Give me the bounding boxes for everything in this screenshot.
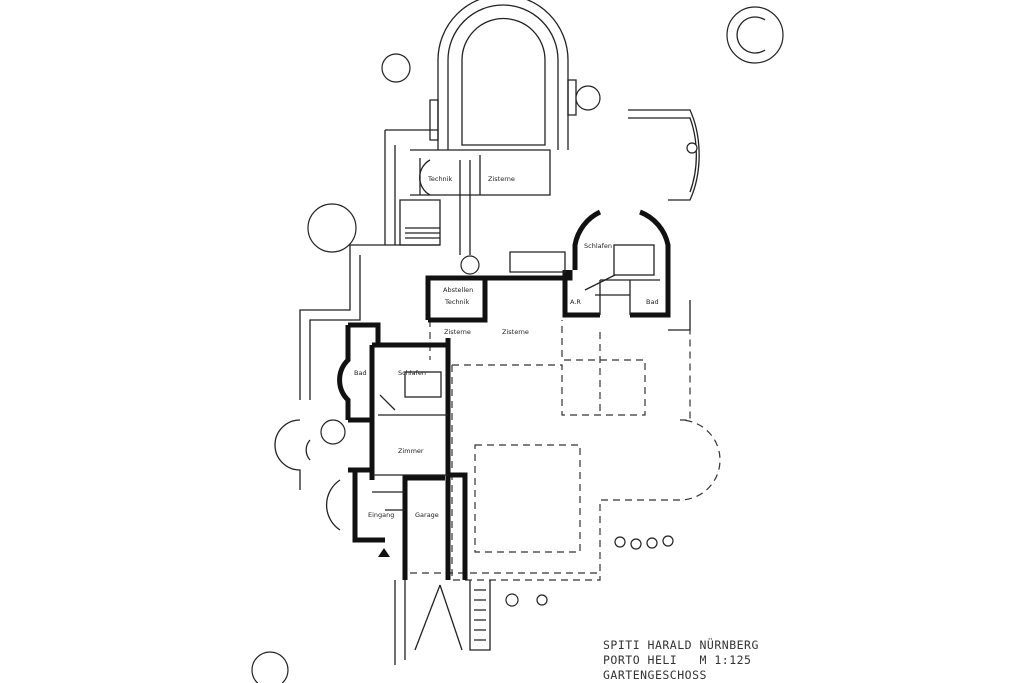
title-line-3: GARTENGESCHOSS	[603, 668, 707, 682]
label-eingang: Eingang	[368, 511, 394, 519]
label-bad-east: Bad	[646, 298, 659, 306]
pool	[384, 0, 577, 246]
garden-walls	[274, 109, 700, 490]
label-bad-west: Bad	[354, 369, 367, 377]
label-technik: Technik	[444, 298, 469, 306]
room-labels: Technik Zisterne Schlafen A.R Bad Abstel…	[354, 175, 659, 519]
trees	[251, 6, 784, 683]
label-schlafen-west: Schlafen	[398, 369, 426, 377]
label-zimmer: Zimmer	[398, 447, 424, 455]
label-zisterne-small: Zisterne	[444, 328, 471, 336]
interior-walls	[326, 244, 660, 665]
label-zisterne-large: Zisterne	[502, 328, 529, 336]
label-abstellen: Abstellen	[443, 286, 473, 294]
label-zisterne-top: Zisterne	[488, 175, 515, 183]
terraces	[410, 320, 721, 581]
label-garage: Garage	[415, 511, 439, 519]
entrance-arrow-icon	[378, 548, 390, 557]
label-schlafen-east: Schlafen	[584, 242, 612, 250]
title-line-2: PORTO HELI M 1:125	[603, 653, 752, 667]
label-ar: A.R	[570, 298, 581, 306]
title-line-1: SPITI HARALD NÜRNBERG	[603, 638, 759, 652]
label-technik-top: Technik	[427, 175, 452, 183]
building-walls	[337, 209, 671, 580]
